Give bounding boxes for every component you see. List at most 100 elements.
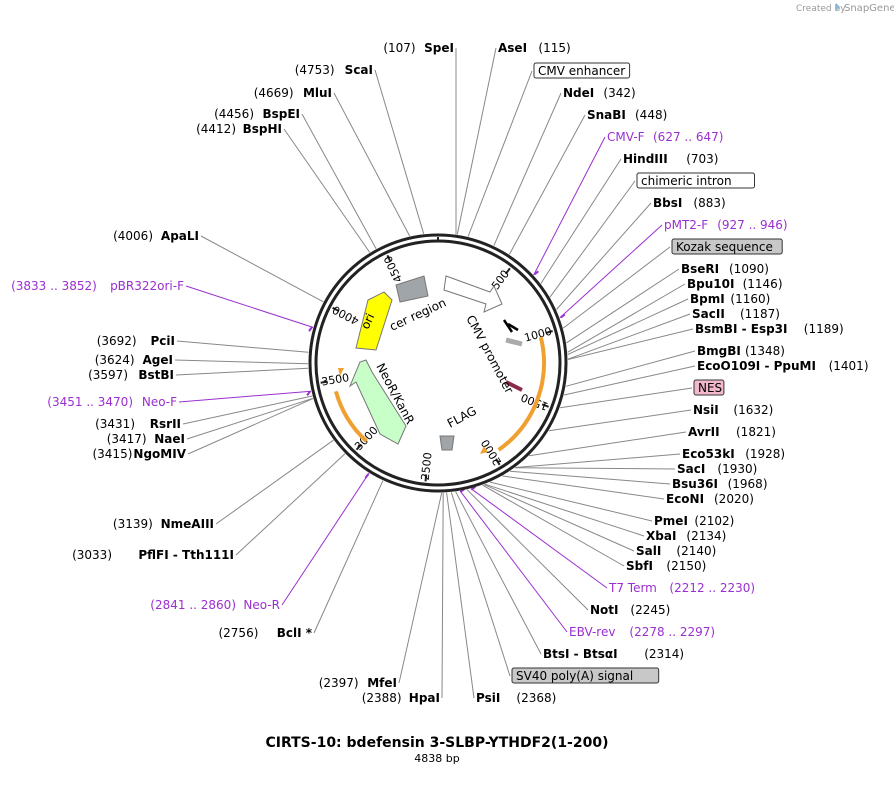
site-name: SalI [636, 544, 661, 558]
tick-mark [320, 380, 328, 384]
site-name: NotI [590, 603, 619, 617]
ori-arrow [355, 291, 393, 351]
site-position: (1632) [733, 403, 773, 417]
site-name: HpaI [409, 691, 440, 705]
leader-line [182, 395, 313, 425]
primer-marker [364, 473, 370, 479]
site-name: MluI [303, 86, 332, 100]
kozak-mark [502, 319, 519, 333]
site-name: AseI [498, 41, 527, 55]
site-name: BspEI [262, 107, 300, 121]
leader-line [200, 235, 324, 303]
tick-label: 1000 [523, 325, 553, 345]
leader-line [187, 398, 314, 455]
cer-region-block [395, 275, 429, 303]
tick-mark [386, 254, 392, 263]
site-position: (2140) [676, 544, 716, 558]
primer-marker [308, 326, 313, 332]
orange-arrowhead-right [480, 446, 488, 454]
site-position: (1160) [730, 292, 770, 306]
site-name: BspHI [243, 122, 282, 136]
leader-line [455, 491, 542, 655]
site-name: pBR322ori-F [110, 279, 184, 293]
leader-line [567, 328, 694, 360]
feature-label: Kozak sequence [676, 240, 773, 254]
leader-line [456, 47, 497, 235]
site-name: BtsI - BtsαI [543, 647, 618, 661]
leader-line [374, 69, 425, 234]
site-position: (927 .. 946) [717, 218, 787, 232]
site-position: (3597) [88, 368, 128, 382]
site-name: EcoNI [666, 492, 704, 506]
site-name: BsmBI - Esp3I [695, 322, 787, 336]
leader-line [441, 492, 444, 699]
site-position: (4412) [196, 122, 236, 136]
leader-line [484, 483, 645, 537]
site-name: ScaI [345, 63, 373, 77]
plasmid-title: CIRTS-10: bdefensin 3-SLBP-YTHDF2(1-200) [266, 735, 609, 751]
site-name: AvrII [688, 425, 720, 439]
site-position: (3139) [113, 517, 153, 531]
leader-line [508, 114, 586, 255]
site-name: Neo-F [142, 395, 177, 409]
leader-line [470, 488, 608, 589]
site-name: SacI [677, 462, 705, 476]
site-name: SpeI [424, 41, 454, 55]
leader-line [235, 453, 346, 556]
site-position: (4456) [214, 107, 254, 121]
site-name: Neo-R [243, 598, 280, 612]
ori-label: ori [358, 311, 377, 331]
site-name: AgeI [143, 353, 173, 367]
flag-label: FLAG [445, 404, 479, 431]
site-name: BbsI [653, 196, 682, 210]
tick-mark [355, 443, 363, 451]
leader-line [515, 467, 676, 470]
leader-line [176, 340, 309, 353]
site-position: (2245) [630, 603, 670, 617]
feature-box [511, 667, 660, 684]
neor-kanr-arrow [348, 359, 407, 445]
leader-line [556, 202, 652, 310]
site-name: HindIII [623, 152, 668, 166]
site-position: (3451 .. 3470) [47, 395, 133, 409]
site-position: (3431) [95, 417, 135, 431]
site-name: SacII [692, 307, 725, 321]
cmv-promoter-arrow [443, 275, 503, 313]
feature-box [533, 62, 631, 79]
primer-marker [533, 270, 539, 276]
site-name: ApaLI [161, 229, 199, 243]
leader-line [567, 298, 689, 356]
leader-lines [174, 47, 696, 699]
site-position: (115) [538, 41, 570, 55]
leader-line [566, 268, 680, 344]
site-position: (4006) [113, 229, 153, 243]
backbone-inner-ring [314, 239, 562, 487]
leader-line [185, 285, 314, 328]
site-position: (342) [603, 86, 635, 100]
site-name: NaeI [154, 432, 185, 446]
site-position: (1928) [745, 447, 785, 461]
backbone-outer-ring [308, 233, 568, 493]
site-position: (107) [383, 41, 415, 55]
leader-line [540, 158, 622, 284]
site-position: (2388) [362, 691, 402, 705]
feature-box [671, 238, 783, 255]
tick-mark [495, 458, 501, 466]
site-position: (2020) [714, 492, 754, 506]
flag-block [439, 435, 455, 451]
intron-mark [505, 337, 523, 347]
site-position: (4669) [254, 86, 294, 100]
site-position: (2368) [516, 691, 556, 705]
leader-line [563, 365, 696, 396]
site-position: (2134) [686, 529, 726, 543]
site-name: BpmI [690, 292, 725, 306]
site-name: PsiI [476, 691, 500, 705]
orange-arc-left [333, 390, 368, 443]
leader-line [333, 92, 411, 237]
leader-line [215, 439, 334, 525]
tick-mark [545, 330, 553, 334]
site-position: (1189) [804, 322, 844, 336]
feature-arrows [333, 275, 546, 454]
site-name: BclI * [277, 626, 313, 640]
tick-label: 3500 [320, 371, 350, 388]
